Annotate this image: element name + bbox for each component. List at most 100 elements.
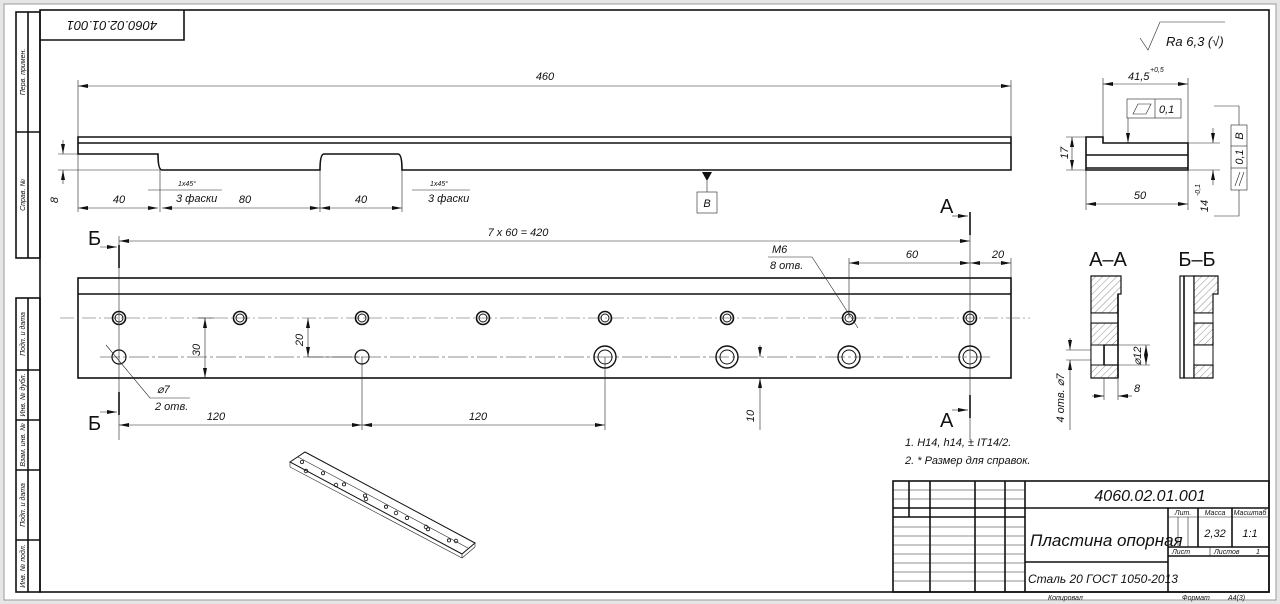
threaded-hole-core — [600, 313, 610, 323]
dim-pitch: 7 x 60 = 420 — [488, 227, 550, 239]
iso-hole — [446, 538, 451, 543]
top-view: 460 8 40 80 40 1x45° 3 фаски 1x45° 3 фас… — [49, 71, 1012, 214]
hole-count: 2 отв. — [154, 401, 188, 413]
title-block: 4060.02.01.001 Пластина опорная Сталь 20… — [892, 480, 1270, 602]
threaded-hole — [719, 310, 735, 326]
counterbore-hole-core — [719, 349, 735, 365]
iso-hole — [453, 538, 459, 544]
bore-dim: ⌀12 — [1132, 347, 1144, 366]
counterbore-hole — [715, 345, 739, 369]
chamfer-label: 1x45° — [430, 180, 448, 188]
dim-height: 17 — [1059, 146, 1071, 159]
lit-label: Лит. — [1174, 510, 1191, 517]
mass-value: 2,32 — [1203, 528, 1225, 540]
section-bb-title: Б–Б — [1178, 249, 1215, 271]
counterbore-hole — [837, 345, 861, 369]
scale-value: 1:1 — [1242, 528, 1257, 540]
isometric-view — [289, 451, 476, 559]
copied-label: Копировал — [1048, 595, 1083, 602]
dim-thickness-tol: -0,1 — [1195, 184, 1202, 196]
dim-10: 10 — [745, 409, 757, 422]
parallel-datum: В — [1234, 132, 1246, 139]
part-name: Пластина опорная — [1030, 531, 1183, 550]
iso-hole — [363, 496, 369, 502]
title-number: 4060.02.01.001 — [1094, 488, 1205, 505]
threaded-hole — [597, 310, 613, 326]
dim-20: 20 — [294, 333, 306, 347]
side-view: 41,5 +0,5 0,1 17 50 14 -0,1 0,1 В — [1059, 67, 1248, 217]
section-mark-b: Б — [88, 413, 101, 435]
threaded-hole-core — [478, 313, 488, 323]
mirrored-doc-number: 4060.02.01.001 — [67, 18, 157, 33]
chamfer-count: 3 фаски — [176, 193, 217, 205]
section-aa: А–А ⌀12 8 4 отв. ⌀7 — [1055, 249, 1150, 430]
dim-30: 30 — [191, 343, 203, 356]
front-view: 7 x 60 = 420 60 20 M6 8 отв. 30 20 10 12… — [60, 196, 1030, 440]
dim-20-end: 20 — [991, 249, 1005, 261]
iso-hole — [303, 468, 309, 474]
stamp-label: Инв. № дубл. — [19, 373, 27, 416]
dim-width-tol-sup: +0,5 — [1150, 67, 1164, 74]
dim-mid: 40 — [355, 194, 368, 206]
material: Сталь 20 ГОСТ 1050-2013 — [1028, 572, 1178, 586]
dim-thickness: 14 — [1199, 200, 1211, 212]
iso-hole — [341, 482, 346, 487]
counterbore-hole-core — [841, 349, 857, 365]
threaded-hole-core — [357, 313, 367, 323]
threaded-hole-core — [235, 313, 245, 323]
iso-hole — [299, 459, 304, 464]
depth-dim: 8 — [1134, 383, 1141, 395]
iso-hole — [383, 504, 388, 509]
sheet-label: Лист — [1171, 549, 1190, 556]
mass-label: Масса — [1205, 510, 1226, 517]
iso-hole — [393, 510, 399, 516]
dim-60: 60 — [906, 249, 919, 261]
dim-width: 50 — [1134, 190, 1147, 202]
dim-width-tol: 41,5 — [1128, 71, 1150, 83]
section-mark-a: А — [940, 196, 954, 218]
surface-finish-text: Ra 6,3 (√) — [1166, 34, 1224, 49]
scale-label: Масштаб — [1234, 509, 1268, 517]
section-mark-a: А — [940, 410, 954, 432]
section-aa-title: А–А — [1089, 249, 1127, 271]
dim-step-height: 8 — [49, 196, 61, 203]
section-bb: Б–Б — [1178, 249, 1219, 379]
iso-hole — [333, 482, 339, 488]
threaded-hole — [475, 310, 491, 326]
datum-label: В — [703, 198, 710, 210]
stamp-label: Перв. примен. — [20, 49, 27, 96]
dim-120: 120 — [469, 411, 488, 423]
chamfer-count: 3 фаски — [428, 193, 469, 205]
stamp-label: Подп. и дата — [19, 312, 27, 356]
thread-label: M6 — [772, 244, 788, 256]
stamp-label: Справ. № — [20, 179, 27, 211]
iso-hole — [320, 471, 325, 476]
holes-dim: 4 отв. ⌀7 — [1055, 373, 1067, 423]
note-1: 1. H14, h14, ± IT14/2. — [905, 437, 1011, 449]
dim-120: 120 — [207, 411, 226, 423]
threaded-hole — [354, 310, 370, 326]
stamp-label: Инв. № подл. — [19, 544, 27, 587]
threaded-hole — [232, 310, 248, 326]
stamp-label: Подп. и дата — [19, 483, 27, 527]
dim-overall-length: 460 — [536, 71, 555, 83]
format-label: Формат — [1182, 595, 1210, 602]
note-2: 2. * Размер для справок. — [904, 455, 1030, 467]
sheet — [3, 3, 1277, 601]
technical-notes: 1. H14, h14, ± IT14/2. 2. * Размер для с… — [904, 437, 1030, 467]
side-stamp: Перв. примен. Справ. № Подп. и дата Инв.… — [15, 11, 41, 593]
dim-left: 40 — [113, 194, 126, 206]
hole-label: ⌀7 — [157, 384, 171, 396]
parallel-value: 0,1 — [1234, 149, 1246, 164]
iso-hole — [423, 524, 429, 530]
sheets-value: 1 — [1256, 549, 1260, 556]
iso-hole — [404, 516, 409, 521]
format-value: А4(3) — [1227, 595, 1245, 602]
surface-finish-symbol: Ra 6,3 (√) — [1139, 21, 1225, 51]
mirrored-number-box: 4060.02.01.001 — [40, 10, 185, 41]
threaded-hole-core — [722, 313, 732, 323]
chamfer-label: 1x45° — [178, 180, 196, 188]
flatness-value: 0,1 — [1159, 104, 1174, 116]
section-mark-b: Б — [88, 228, 101, 250]
